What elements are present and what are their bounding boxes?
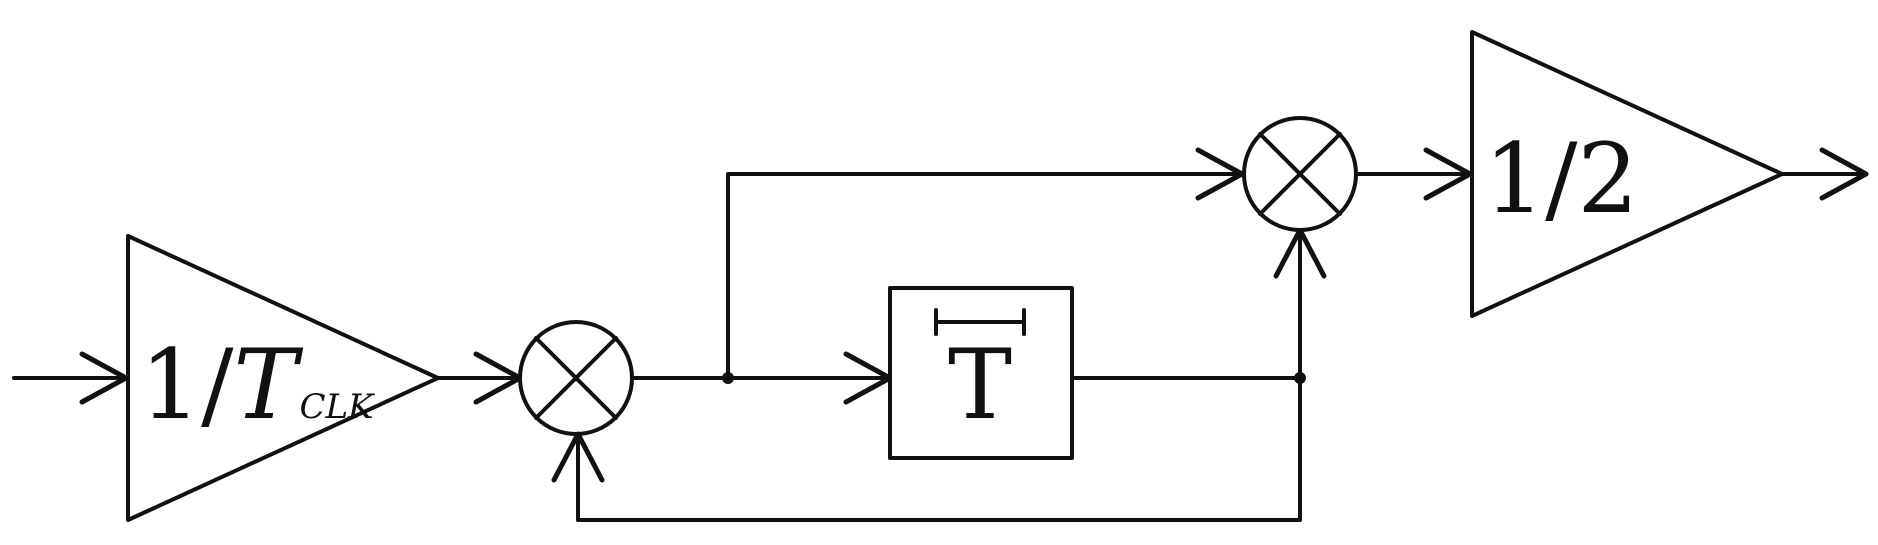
delay-block: [888, 286, 1074, 460]
mixer1-bottom-arrow: [551, 431, 605, 483]
input-gain-symbol: T: [233, 329, 303, 441]
output-gain-block: [1470, 30, 1784, 318]
output-gain-label: 1/2: [1484, 123, 1639, 235]
input-gain-subscript: CLK: [299, 387, 376, 427]
delay-label: T: [948, 329, 1012, 441]
output-arrow: [1819, 147, 1869, 201]
multiplier-1-cross-b: [534, 336, 618, 420]
feedback-wire: [576, 376, 1302, 522]
input-gain-label: 1/TCLK: [140, 329, 376, 441]
multiplier-2-cross-b: [1258, 132, 1342, 216]
upper-branch-wire: [726, 172, 1244, 380]
input-gain-numerator: 1/: [140, 329, 234, 441]
input-gain-block: [126, 234, 440, 522]
